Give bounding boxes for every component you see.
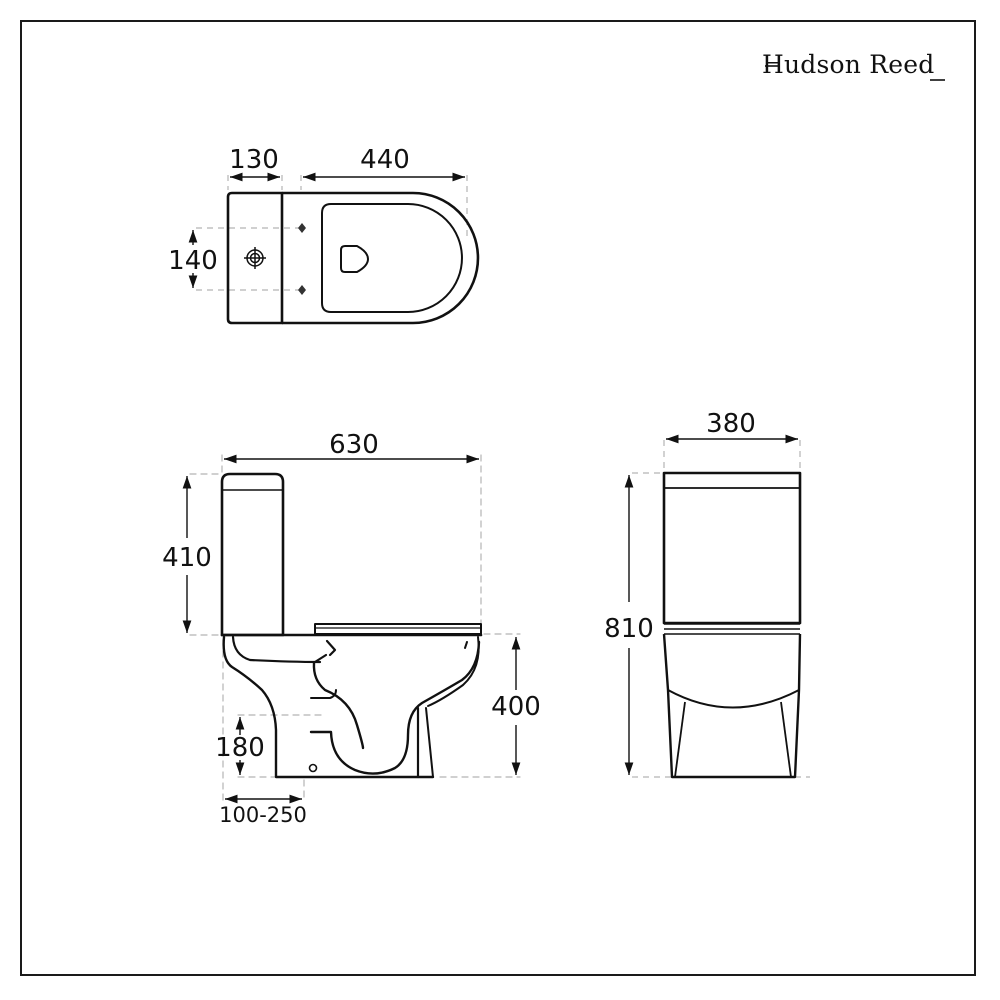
dim-130: 130 [229,145,279,175]
dim-100-250: 100-250 [219,803,307,827]
dim-440: 440 [360,145,410,175]
front-extension-lines [632,440,810,778]
flush-button-icon [244,247,266,269]
front-view [632,440,810,779]
top-dimension-lines [188,172,465,288]
front-dimension-lines [624,434,798,775]
cistern-front [662,471,802,625]
pan-front-outline [662,633,802,779]
bowl-opening [340,245,369,273]
top-extension-lines [196,175,468,291]
dim-810: 810 [604,614,654,644]
brand-logo: Hudson Reed [762,50,934,79]
side-dimension-lines [182,454,521,804]
brand-decoration [765,65,945,81]
drawing-frame [20,20,976,976]
cistern-top-outline [226,191,284,325]
brand-name: Hudson Reed [762,50,935,79]
pan-top-outline [282,191,480,325]
side-view [189,454,521,801]
dim-140: 140 [168,246,218,276]
dim-380: 380 [706,409,756,439]
dim-630: 630 [329,430,379,460]
side-extension-lines [189,454,521,801]
cistern-side-outline [220,472,285,637]
top-view [196,175,480,325]
fixing-hole-icon [308,763,318,773]
dim-180: 180 [215,733,265,763]
dim-410: 410 [162,543,212,573]
dim-400: 400 [491,692,541,722]
seat-side [314,623,482,635]
fixing-point-icons [298,223,306,295]
pan-side-outline [222,635,435,779]
seat-top-outline [321,203,463,313]
